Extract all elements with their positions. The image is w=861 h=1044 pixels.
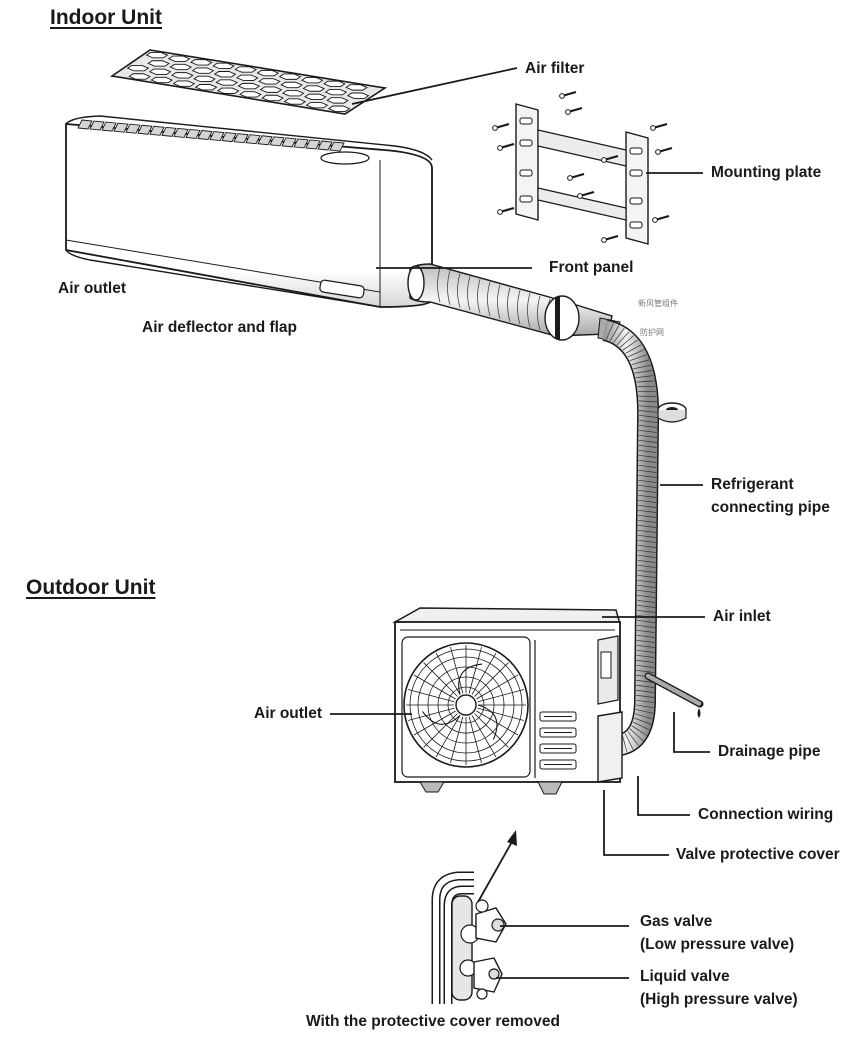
air-filter xyxy=(112,50,385,114)
label-front-panel: Front panel xyxy=(549,257,633,279)
label-drainage-pipe: Drainage pipe xyxy=(718,741,821,763)
label-indoor-air-outlet: Air outlet xyxy=(58,278,126,300)
label-cover-removed: With the protective cover removed xyxy=(306,1011,560,1033)
label-outdoor-air-outlet: Air outlet xyxy=(254,703,322,725)
label-gas-valve-line2: (Low pressure valve) xyxy=(640,934,794,956)
annotation-guard-net: 防护网 xyxy=(640,327,664,338)
mounting-plate xyxy=(493,92,672,244)
heading-indoor-unit: Indoor Unit xyxy=(50,6,162,30)
label-valve-cover: Valve protective cover xyxy=(676,844,840,866)
label-liquid-valve-line1: Liquid valve xyxy=(640,966,730,988)
label-refrigerant-line2: connecting pipe xyxy=(711,497,830,519)
label-refrigerant-line1: Refrigerant xyxy=(711,474,794,496)
label-mounting-plate: Mounting plate xyxy=(711,162,821,184)
label-air-inlet: Air inlet xyxy=(713,606,771,628)
label-gas-valve-line1: Gas valve xyxy=(640,911,712,933)
label-air-deflector: Air deflector and flap xyxy=(142,317,297,339)
heading-outdoor-unit: Outdoor Unit xyxy=(26,576,155,600)
label-liquid-valve-line2: (High pressure valve) xyxy=(640,989,798,1011)
label-connection-wiring: Connection wiring xyxy=(698,804,833,826)
label-air-filter: Air filter xyxy=(525,58,584,80)
outdoor-unit xyxy=(395,608,622,794)
annotation-fresh-air: 新风管组件 xyxy=(638,298,678,309)
